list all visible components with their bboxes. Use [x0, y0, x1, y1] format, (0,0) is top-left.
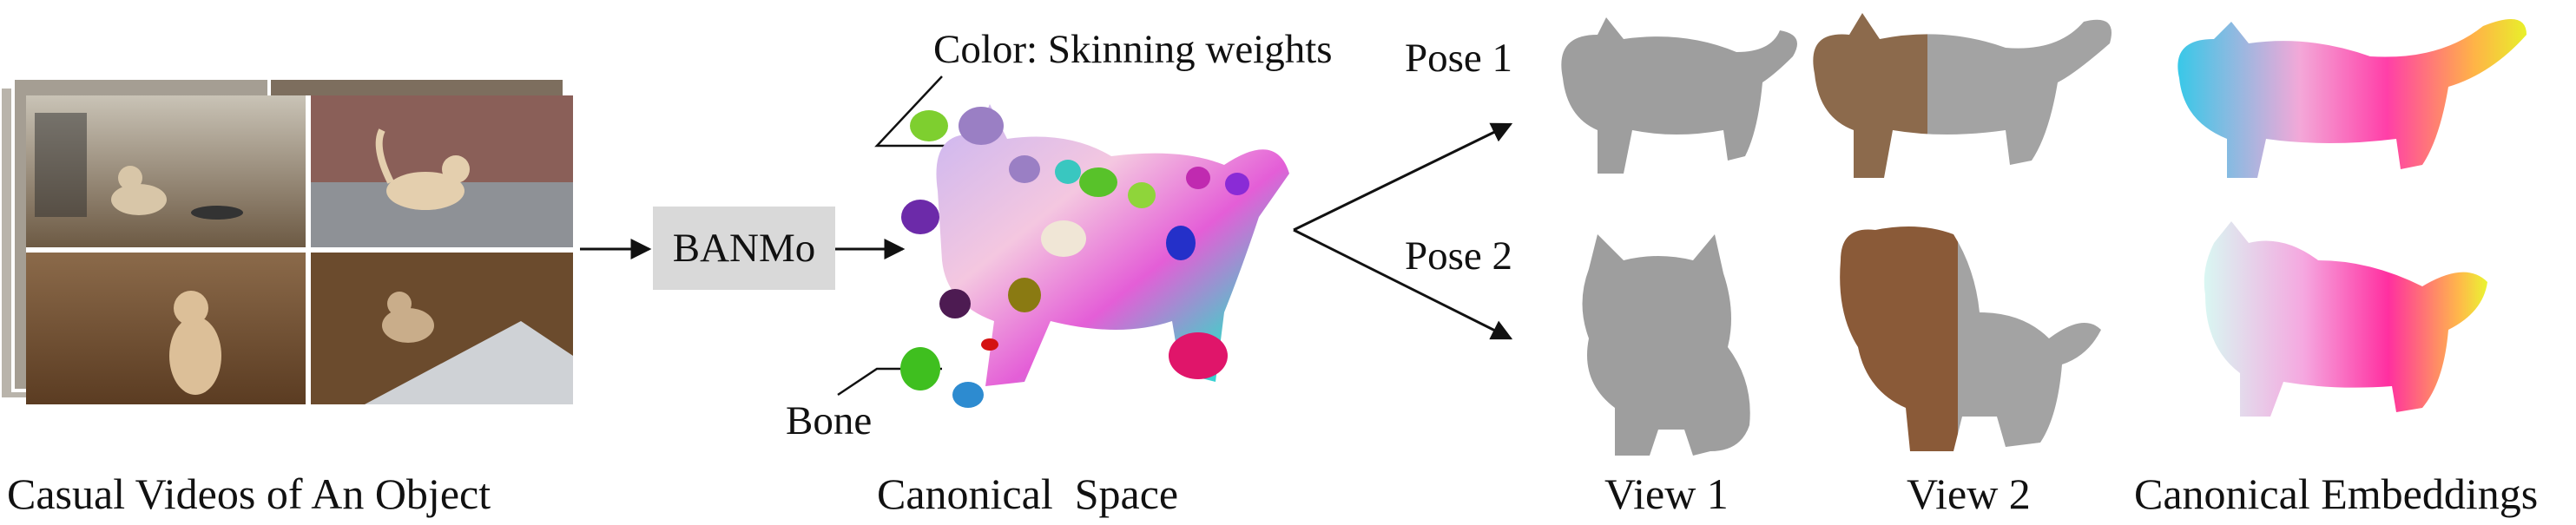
pose-1-canonical-embedding [2177, 19, 2527, 178]
frame-top-right [311, 95, 573, 247]
banmo-label: BANMo [672, 226, 816, 271]
caption-canonical-space: Canonical Space [877, 469, 1179, 518]
arrow-to-pose-1 [1293, 122, 1513, 232]
frame-bottom-right [311, 253, 573, 404]
pose-1-view-2-textured [1813, 13, 2112, 178]
pose-1-label: Pose 1 [1405, 36, 1513, 81]
pose-2-canonical-embedding [2204, 221, 2487, 417]
bone-ellipsoids [900, 107, 1249, 408]
banmo-model-box: BANMo [653, 207, 835, 290]
pose-2-view-2-textured [1840, 226, 2102, 451]
video-frames-stack [0, 76, 573, 404]
pose-2-view-1-mesh [1582, 234, 1750, 456]
frame-bottom-left [26, 253, 306, 404]
caption-view-1: View 1 [1604, 469, 1729, 518]
caption-canonical-embeddings: Canonical Embeddings [2134, 469, 2539, 518]
skinning-leader-line [874, 75, 955, 148]
pose-1-view-1-mesh [1561, 17, 1797, 174]
arrow-to-pose-2 [1293, 228, 1513, 340]
bone-label: Bone [786, 398, 873, 443]
skinning-weights-label: Color: Skinning weights [933, 27, 1333, 72]
canonical-cat-with-bones [900, 104, 1289, 408]
frame-top-left [26, 95, 306, 247]
pose-2-label: Pose 2 [1405, 233, 1513, 279]
caption-view-2: View 2 [1907, 469, 2031, 518]
caption-casual-videos: Casual Videos of An Object [7, 469, 491, 518]
